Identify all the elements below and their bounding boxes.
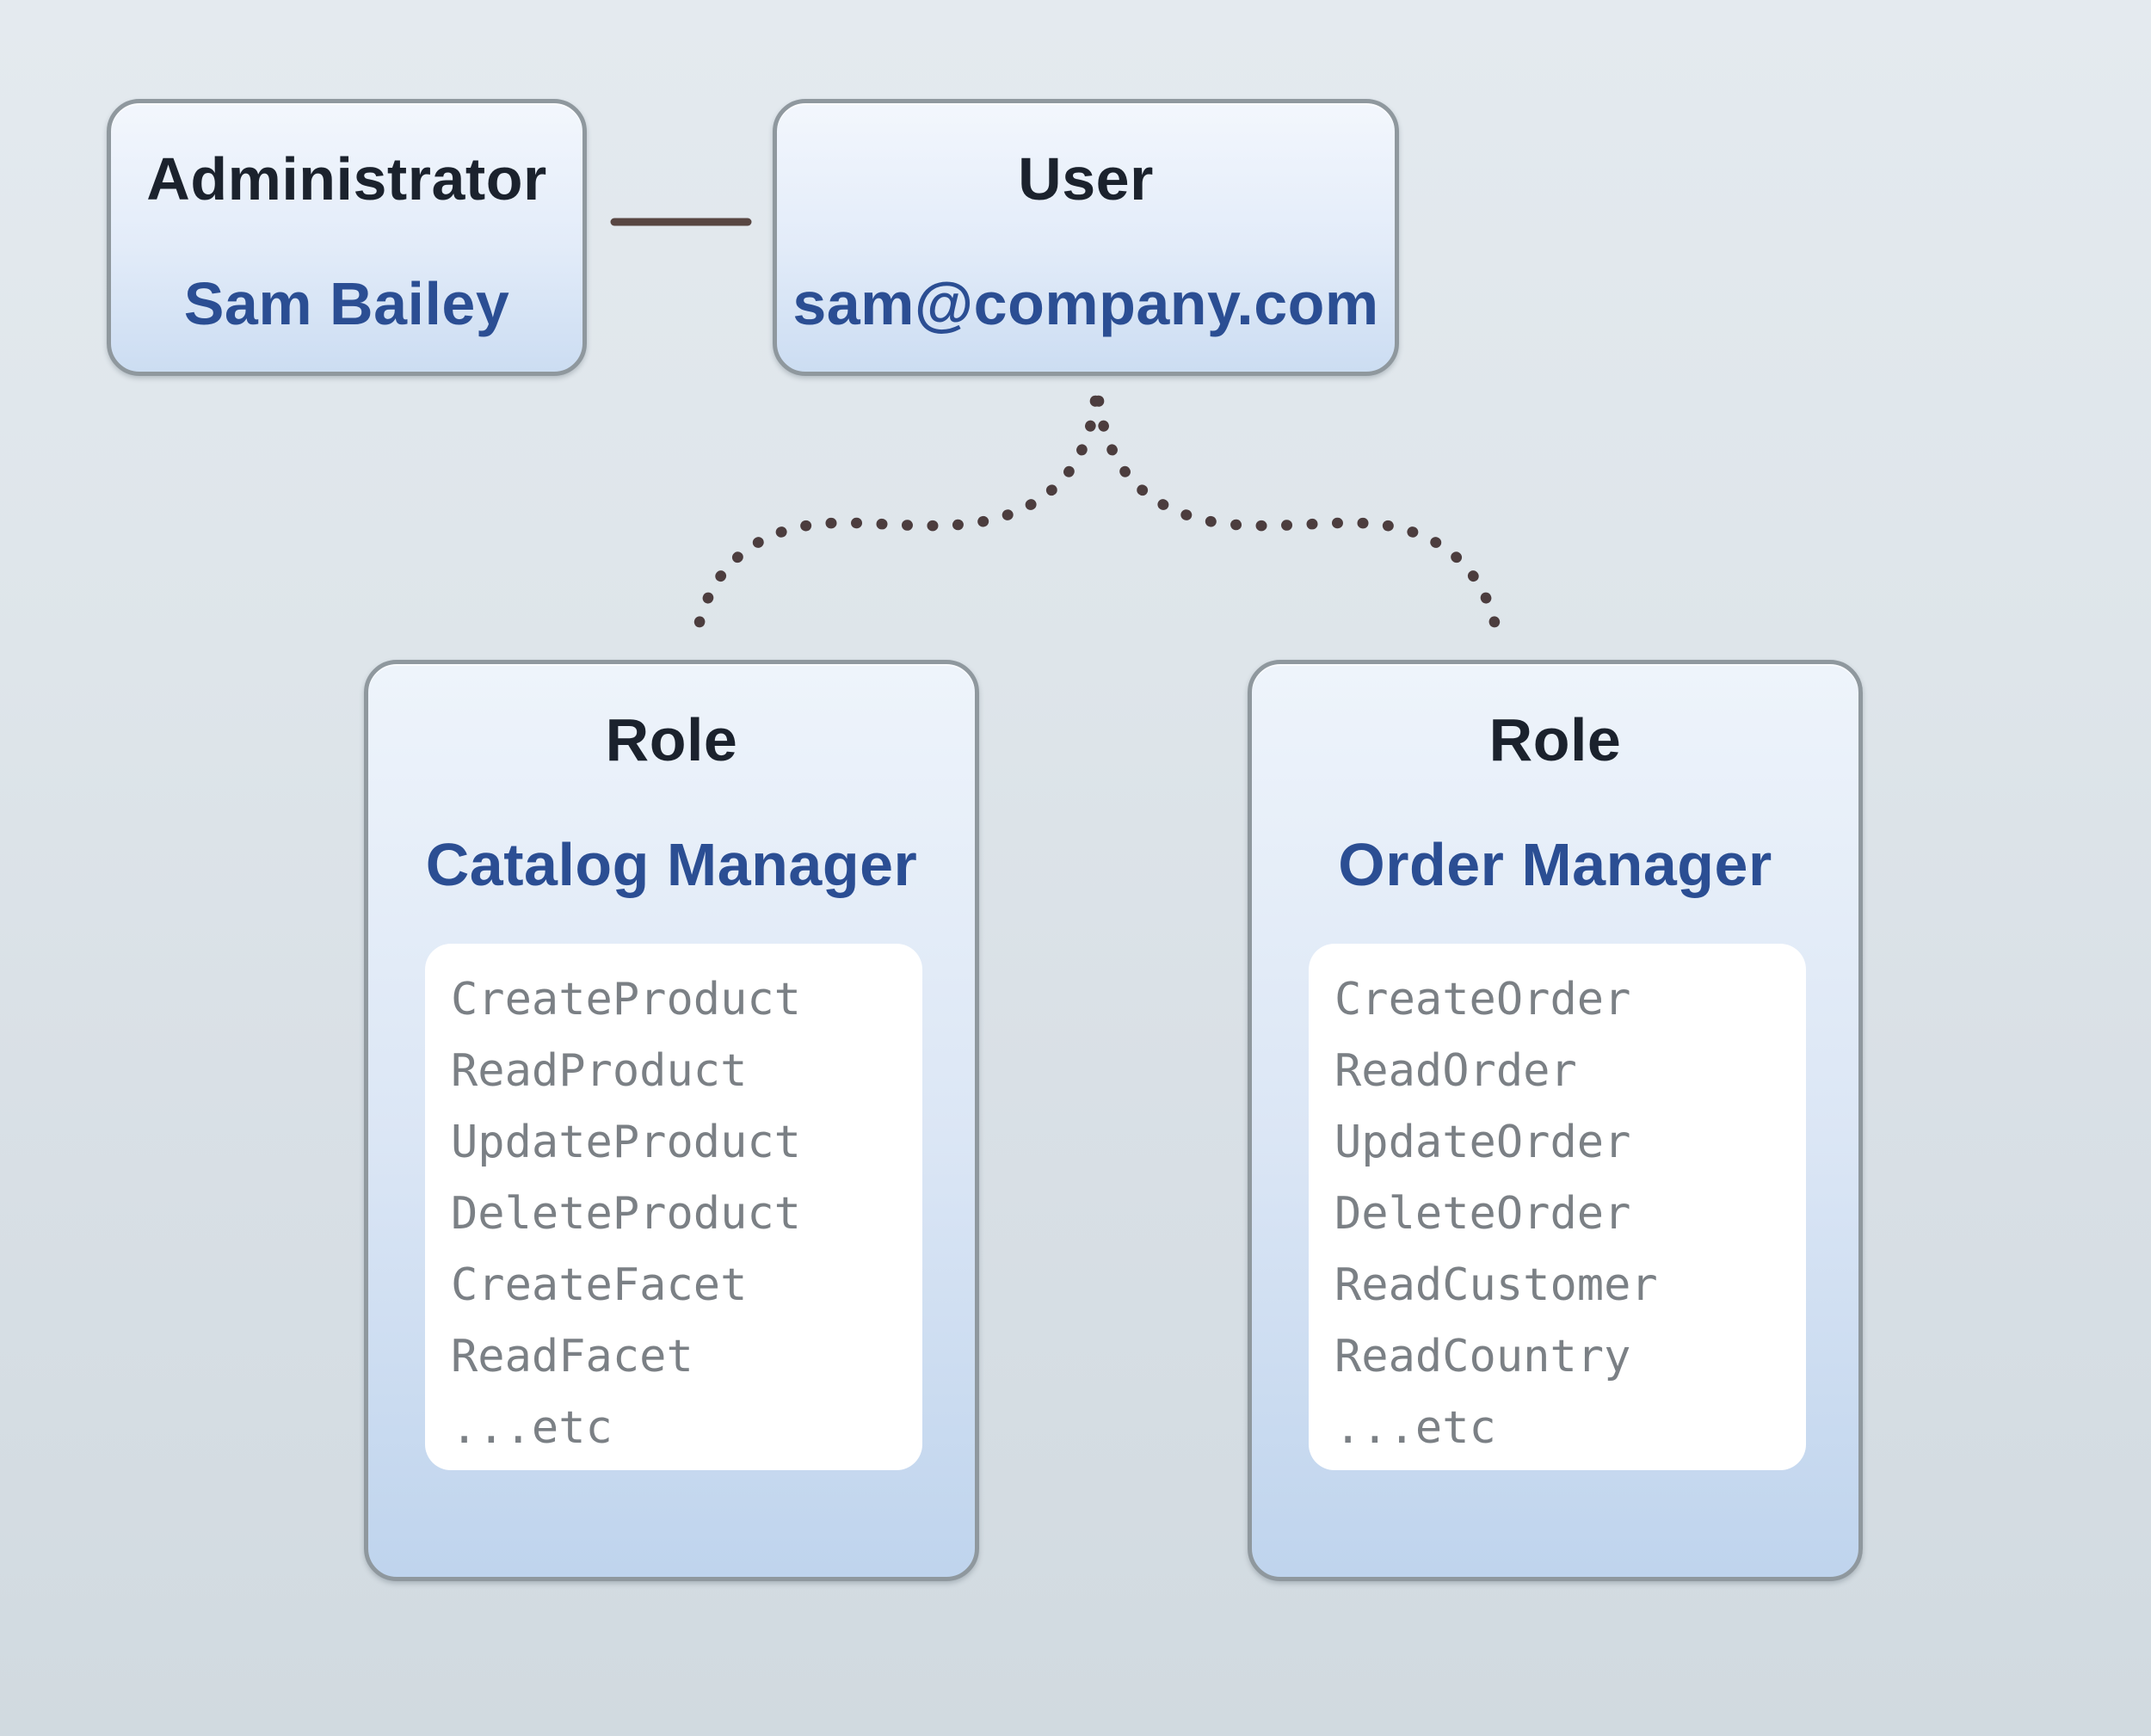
administrator-box: Administrator Sam Bailey	[107, 99, 587, 376]
role-box-title: Role	[605, 706, 738, 773]
permission-item: ReadCustomer	[1334, 1259, 1658, 1311]
permission-item: ReadProduct	[451, 1045, 748, 1097]
permission-item: ReadOrder	[1334, 1045, 1577, 1097]
user-box: User sam@company.com	[773, 99, 1399, 376]
permission-item: DeleteOrder	[1334, 1188, 1631, 1240]
role-box-title: Role	[1488, 706, 1622, 773]
user-email: sam@company.com	[792, 270, 1379, 337]
permission-item: ReadFacet	[451, 1331, 693, 1382]
administrator-name: Sam Bailey	[183, 270, 510, 337]
permission-item: UpdateProduct	[451, 1117, 801, 1168]
permission-item: CreateOrder	[1334, 974, 1631, 1025]
permission-item: CreateProduct	[451, 974, 801, 1025]
administrator-box-title: Administrator	[146, 145, 547, 212]
role-name: Order Manager	[1338, 831, 1772, 898]
permission-item: UpdateOrder	[1334, 1117, 1631, 1168]
permission-item: ...etc	[1334, 1402, 1496, 1454]
role-name: Catalog Manager	[425, 831, 918, 898]
permission-item: ReadCountry	[1334, 1331, 1631, 1382]
permission-item: CreateFacet	[451, 1259, 748, 1311]
user-box-title: User	[1018, 145, 1154, 212]
permission-item: ...etc	[451, 1402, 613, 1454]
user-to-order-role-dotted-connector	[1093, 395, 1504, 644]
user-to-catalog-role-dotted-connector	[690, 395, 1101, 644]
permission-item: DeleteProduct	[451, 1188, 801, 1240]
